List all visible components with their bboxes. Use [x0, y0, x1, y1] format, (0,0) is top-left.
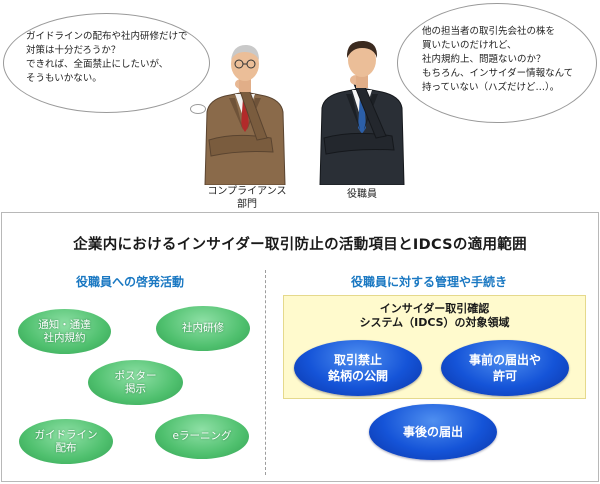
awareness-item-elearning: eラーニング: [155, 414, 249, 459]
speech-bubble-officer: [397, 3, 597, 123]
speech-bubble-compliance-text: ガイドラインの配布や社内研修だけで 対策は十分だろうか？ できれば、全面禁止にし…: [26, 31, 188, 84]
section-divider: [265, 270, 266, 475]
idcs-item-pre-approval: 事前の届出や 許可: [441, 340, 569, 396]
awareness-item-notice: 通知・通達 社内規約: [18, 309, 111, 354]
awareness-item-poster: ポスター 掲示: [88, 360, 183, 405]
speech-bubble-compliance: [3, 13, 210, 113]
officer-person-illustration: [319, 40, 405, 185]
role-label-compliance: コンプライアンス 部門: [207, 186, 287, 210]
thought-dot: [190, 104, 206, 114]
awareness-item-training: 社内研修: [156, 306, 250, 351]
awareness-item-guideline: ガイドライン 配布: [19, 419, 113, 464]
idcs-scope-title: インサイダー取引確認 システム（IDCS）の対象領域: [359, 302, 510, 329]
page-title: 企業内におけるインサイダー取引防止の活動項目とIDCSの適用範囲: [73, 237, 527, 253]
speech-bubble-officer-text: 他の担当者の取引先会社の株を 買いたいのだけれど、 社内規約上、問題ないのか？ …: [422, 26, 574, 93]
compliance-person-illustration: [204, 44, 286, 185]
idcs-item-restricted-list: 取引禁止 銘柄の公開: [294, 340, 422, 396]
post-trade-report: 事後の届出: [369, 404, 497, 460]
role-label-officer: 役職員: [347, 189, 377, 200]
section-title-awareness: 役職員への啓発活動: [76, 275, 185, 289]
section-title-management: 役職員に対する管理や手続き: [351, 275, 508, 289]
